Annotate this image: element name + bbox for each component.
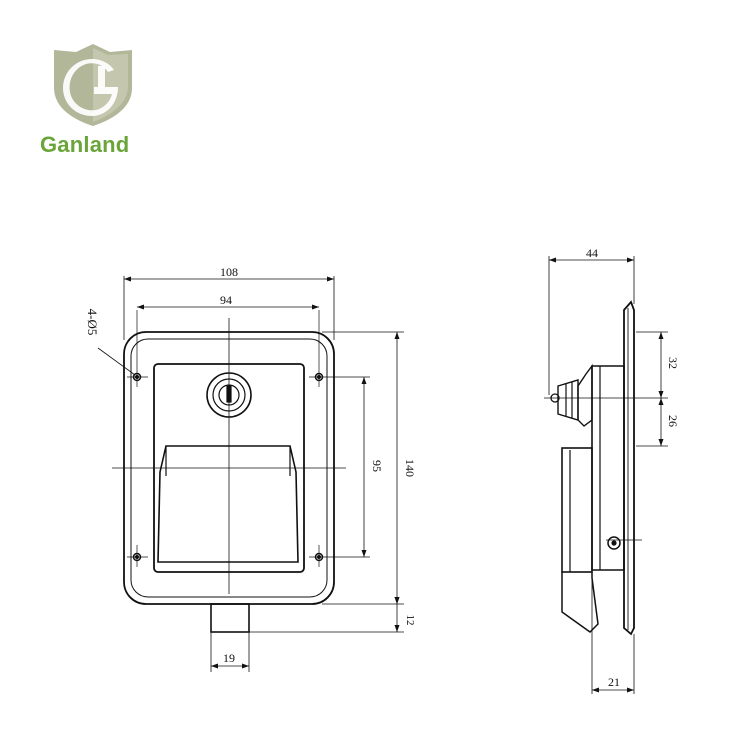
latch-bolt: [210, 603, 250, 633]
side-dimension-arrows: [549, 257, 664, 693]
hole-callout-label: 4-Ø5: [85, 309, 100, 336]
ganland-shield-logo-icon: [54, 44, 132, 126]
cam-housing: [577, 363, 593, 427]
dim-bolt-width-label: 19: [223, 651, 235, 665]
paddle-handle: [157, 445, 299, 563]
flange-plate: [623, 300, 635, 636]
dim-plate-depth-label: 21: [608, 675, 620, 689]
pivot-screw-center: [611, 540, 617, 546]
front-view: 108 94 140 95 12 19 4-Ø5: [85, 265, 417, 672]
hole-callout-leader: [97, 347, 136, 376]
dim-overall-height-label: 140: [403, 459, 417, 477]
dim-overall-depth-label: 44: [586, 246, 598, 260]
dim-bolt-projection-label: 12: [404, 615, 416, 626]
brand-name: Ganland: [40, 132, 130, 157]
dimension-arrows: [124, 276, 400, 669]
pivot-screw-icon: [607, 536, 621, 550]
latch-hook: [561, 572, 599, 633]
l-letter-mark: [98, 66, 105, 88]
g-letter-mark: [63, 59, 118, 116]
dim-lock-height-label: 26: [666, 415, 680, 427]
dim-hole-spacing-height-label: 95: [370, 460, 384, 472]
dim-hole-spacing-width-label: 94: [220, 293, 232, 307]
side-bolt: [561, 447, 593, 573]
side-view: 44 32 26 21: [544, 246, 680, 694]
dim-upper-offset-label: 32: [666, 357, 680, 369]
key-cylinder-profile: [557, 379, 579, 421]
dim-overall-width-label: 108: [220, 265, 238, 279]
